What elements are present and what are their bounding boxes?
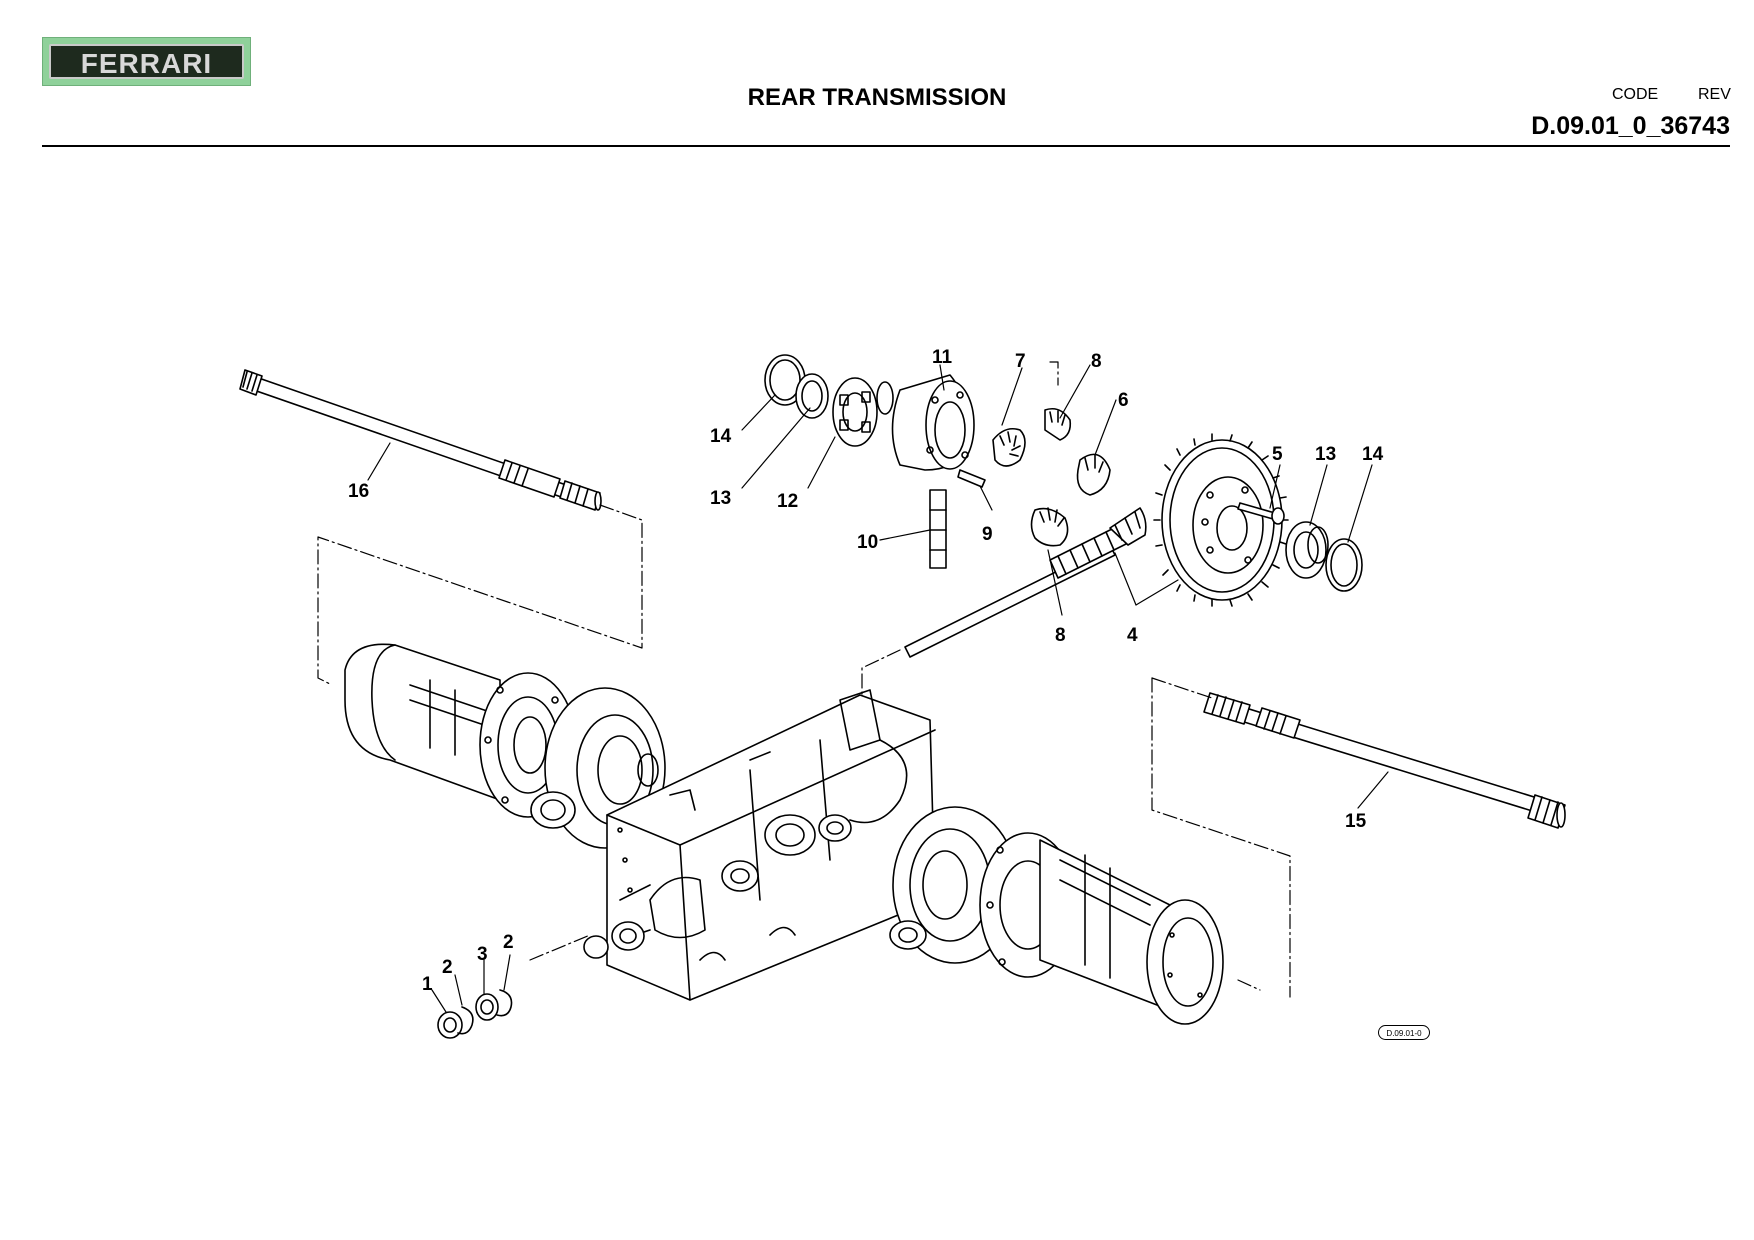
right-axle-housing [889, 806, 1224, 1025]
callout-4: 4 [1127, 625, 1138, 646]
callout-1: 1 [422, 974, 433, 995]
callout-13a: 13 [710, 488, 731, 509]
callout-8a: 8 [1091, 351, 1102, 372]
shim-washer-set [437, 989, 513, 1039]
rev-label: REV [1698, 86, 1731, 103]
leader-lines [367, 364, 1389, 1013]
callout-10: 10 [857, 532, 878, 553]
header-divider [42, 145, 1730, 147]
page-title: REAR TRANSMISSION [747, 84, 1007, 111]
callout-14b: 14 [1362, 444, 1384, 465]
callout-2a: 2 [442, 957, 453, 978]
callout-15: 15 [1345, 811, 1367, 832]
callout-8b: 8 [1055, 625, 1066, 646]
logo-plate: FERRARI [49, 44, 244, 79]
callout-12: 12 [777, 491, 798, 512]
callout-7: 7 [1015, 351, 1026, 372]
crown-wheel [1153, 433, 1289, 607]
pinion-shaft-4 [904, 507, 1147, 658]
bolt-bearing-ring-right [1237, 502, 1363, 592]
callout-9: 9 [982, 524, 993, 545]
callout-5: 5 [1272, 444, 1283, 465]
callout-11: 11 [932, 347, 953, 368]
code-value: D.09.01_0_36743 [1531, 112, 1730, 140]
callout-labels: 1 2 3 2 4 5 6 7 8 8 9 10 11 12 13 13 14 … [348, 347, 1384, 995]
ferrari-logo: FERRARI [42, 37, 251, 86]
code-label: CODE [1612, 86, 1659, 103]
assembly-lines [317, 361, 1291, 998]
axle-shaft-16 [239, 369, 602, 511]
callout-3: 3 [477, 944, 488, 965]
callout-13b: 13 [1315, 444, 1336, 465]
callout-2b: 2 [503, 932, 514, 953]
logo-text: FERRARI [80, 48, 213, 79]
callout-16: 16 [348, 481, 369, 502]
axle-shaft-15 [1203, 692, 1566, 829]
callout-6: 6 [1118, 390, 1129, 411]
bearing-ring-left [764, 354, 829, 419]
drawing-reference-label: D.09.01-0 [1378, 1025, 1430, 1040]
callout-14a: 14 [710, 426, 732, 447]
